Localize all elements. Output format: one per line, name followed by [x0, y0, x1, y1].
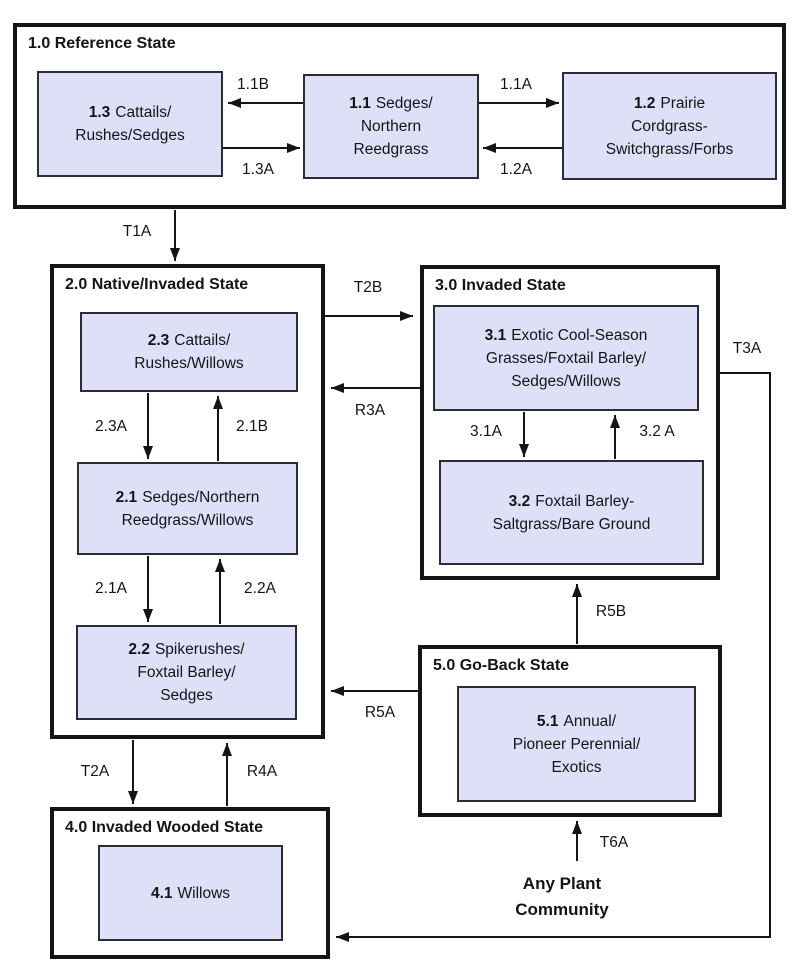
community-name-2-2: Spikerushes/ Foxtail Barley/ Sedges	[137, 641, 245, 704]
transition-label-t2a: T2A	[80, 763, 110, 780]
transition-label-2-3a: 2.3A	[95, 418, 127, 435]
state-title-5: 5.0 Go-Back State	[433, 657, 570, 674]
community-code-3-2: 3.2	[508, 492, 531, 510]
community-code-4-1: 4.1	[150, 884, 173, 902]
transition-label-3-2a: 3.2 A	[639, 423, 675, 440]
transition-label-t1a: T1A	[122, 223, 152, 240]
transition-label-1-3a: 1.3A	[242, 161, 274, 178]
transition-label-t3a: T3A	[732, 340, 762, 357]
community-name-5-1: Annual/ Pioneer Perennial/ Exotics	[512, 712, 641, 776]
transition-label-1-2a: 1.2A	[500, 161, 532, 178]
transition-label-r5b: R5B	[595, 603, 627, 620]
community-code-3-1: 3.1	[484, 326, 507, 344]
community-code-5-1: 5.1	[536, 712, 559, 730]
community-code-1-3: 1.3	[88, 104, 111, 121]
transition-label-t2b: T2B	[353, 279, 383, 296]
state-title-2: 2.0 Native/Invaded State	[65, 276, 249, 293]
transition-label-2-1a: 2.1A	[95, 580, 127, 597]
transition-label-r5a: R5A	[364, 704, 396, 721]
transition-label-2-1b: 2.1B	[236, 418, 268, 435]
community-code-2-1: 2.1	[115, 488, 138, 506]
community-code-2-3: 2.3	[147, 332, 170, 349]
community-name-4-1: Willows	[177, 884, 231, 902]
any-plant-community-label: Any Plant Community	[515, 874, 609, 919]
community-name-3-1: Exotic Cool-Season Grasses/Foxtail Barle…	[485, 326, 648, 390]
community-code-1-2: 1.2	[633, 94, 656, 112]
transition-label-1-1b: 1.1B	[237, 76, 269, 93]
state-title-1: 1.0 Reference State	[28, 35, 176, 52]
transition-label-1-1a: 1.1A	[500, 76, 532, 93]
community-code-2-2: 2.2	[128, 641, 150, 658]
state-title-3: 3.0 Invaded State	[435, 277, 566, 294]
community-name-2-3: Cattails/ Rushes/Willows	[134, 332, 244, 372]
transition-label-3-1a: 3.1A	[470, 423, 502, 440]
community-name-1-2: Prairie Cordgrass- Switchgrass/Forbs	[605, 94, 734, 158]
state-title-4: 4.0 Invaded Wooded State	[65, 819, 263, 836]
transition-label-2-2a: 2.2A	[244, 580, 276, 597]
community-code-1-1: 1.1	[349, 95, 371, 112]
community-name-1-1: Sedges/ Northern Reedgrass	[353, 95, 433, 158]
community-name-2-1: Sedges/Northern Reedgrass/Willows	[121, 488, 260, 529]
transition-label-r3a: R3A	[354, 402, 386, 419]
transition-label-r4a: R4A	[246, 763, 278, 780]
transition-label-t6a: T6A	[599, 834, 629, 851]
community-name-1-3: Cattails/ Rushes/Sedges	[75, 104, 185, 144]
